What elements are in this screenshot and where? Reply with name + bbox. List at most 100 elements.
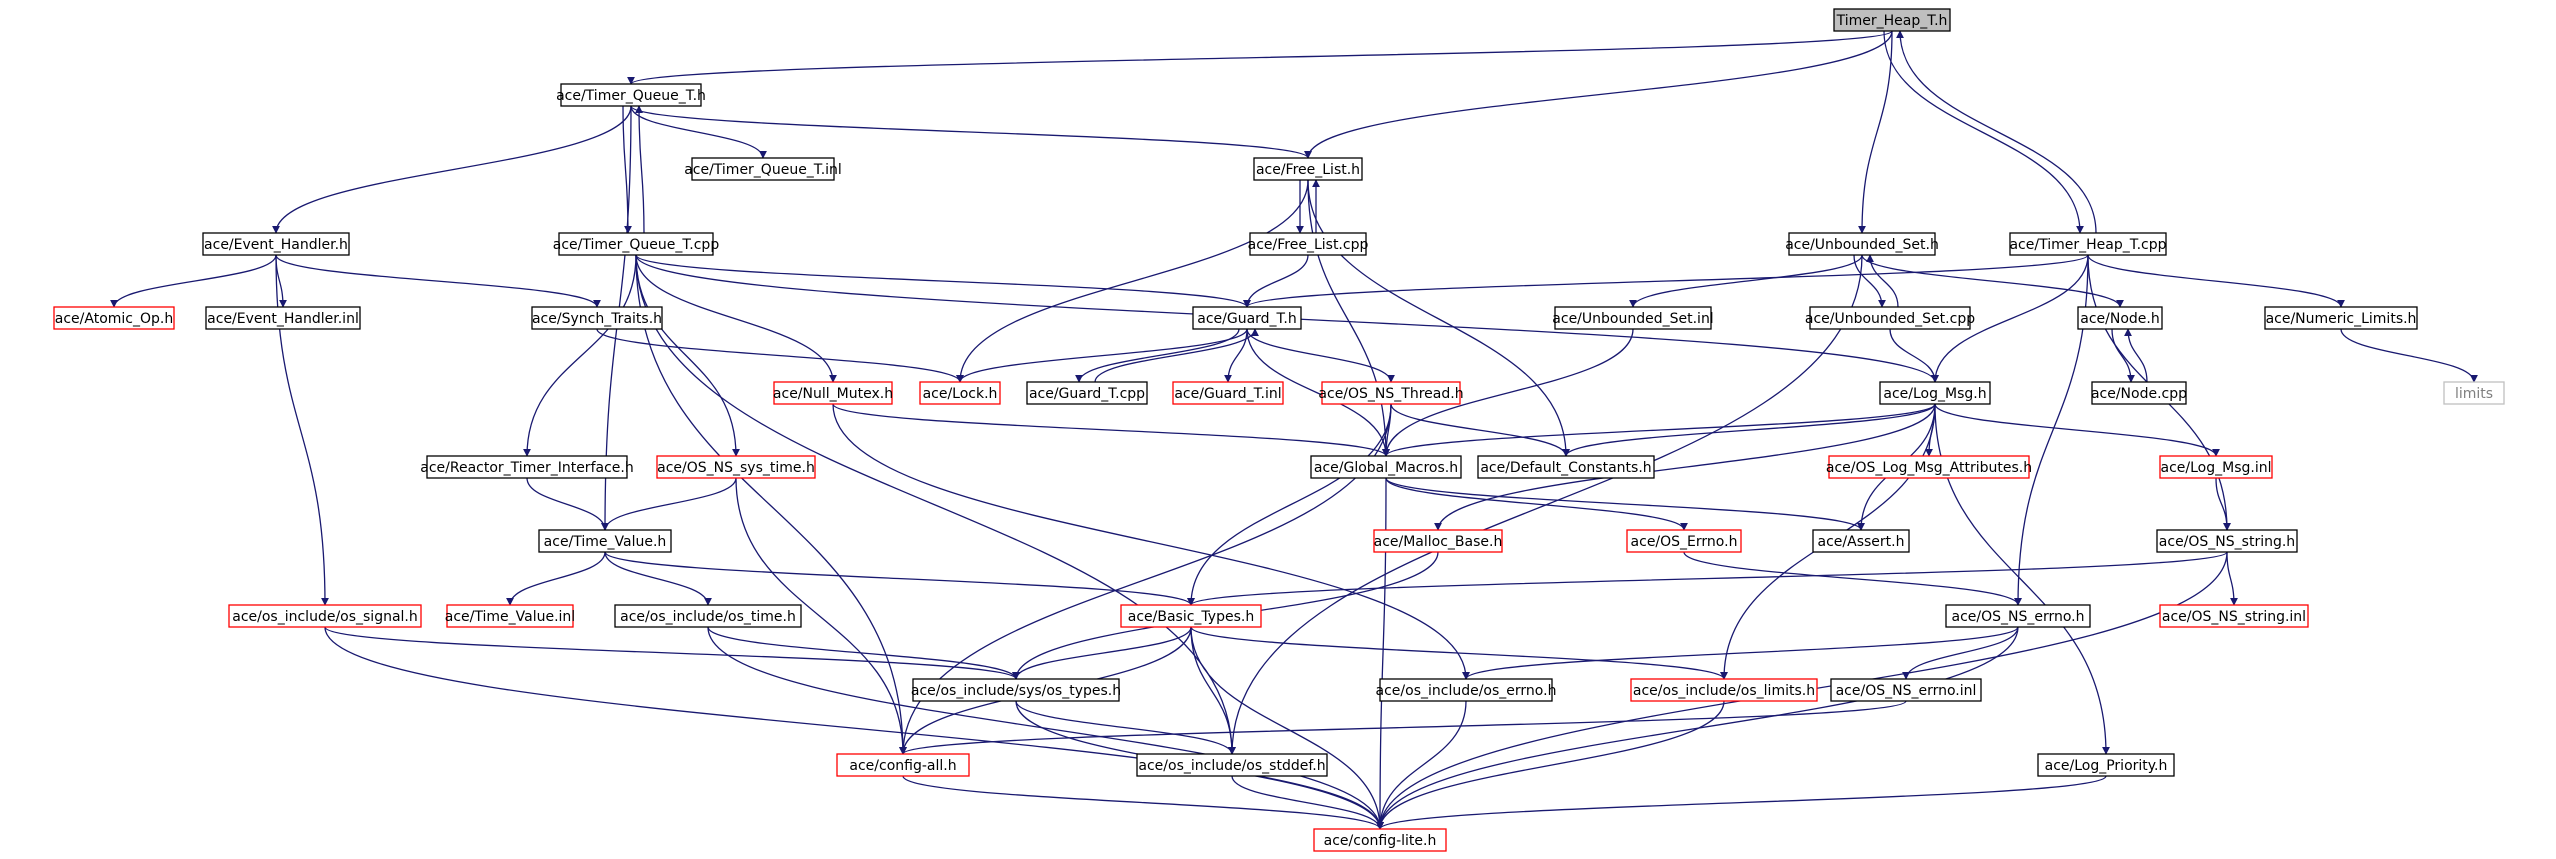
node-os-ns-string-inl[interactable]: ace/OS_NS_string.inl bbox=[2159, 604, 2309, 628]
node-box bbox=[1373, 529, 1503, 553]
node-sys-os-types-h[interactable]: ace/os_include/sys/os_types.h bbox=[911, 678, 1121, 702]
node-guard-t-h[interactable]: ace/Guard_T.h bbox=[1192, 306, 1302, 330]
node-basic-types-h[interactable]: ace/Basic_Types.h bbox=[1120, 604, 1262, 628]
edge-timer-heap-t-h-to-timer-heap-t-cpp bbox=[1883, 30, 2084, 234]
node-timer-queue-t-cpp[interactable]: ace/Timer_Queue_T.cpp bbox=[553, 232, 720, 256]
node-box bbox=[560, 83, 702, 107]
edge-time-value-h-to-os-time-h bbox=[604, 551, 712, 606]
node-label: ace/Log_Priority.h bbox=[2045, 758, 2168, 774]
node-synch-traits-h[interactable]: ace/Synch_Traits.h bbox=[531, 306, 663, 330]
node-limits[interactable]: limits bbox=[2443, 381, 2505, 405]
node-malloc-base-h[interactable]: ace/Malloc_Base.h bbox=[1373, 529, 1503, 553]
node-unbounded-set-h[interactable]: ace/Unbounded_Set.h bbox=[1785, 232, 1939, 256]
node-label: ace/Node.cpp bbox=[2091, 386, 2187, 402]
edge-unbounded-set-h-to-unbounded-set-inl bbox=[1629, 254, 1863, 308]
node-lock-h[interactable]: ace/Lock.h bbox=[919, 381, 1001, 405]
node-event-handler-h[interactable]: ace/Event_Handler.h bbox=[202, 232, 350, 256]
node-null-mutex-h[interactable]: ace/Null_Mutex.h bbox=[773, 381, 893, 405]
node-config-lite-h[interactable]: ace/config-lite.h bbox=[1313, 828, 1447, 852]
edge-timer-queue-t-cpp-to-timer-queue-t-h bbox=[635, 105, 645, 234]
node-os-stddef-h[interactable]: ace/os_include/os_stddef.h bbox=[1136, 753, 1328, 777]
node-unbounded-set-cpp[interactable]: ace/Unbounded_Set.cpp bbox=[1805, 306, 1975, 330]
edge-os-stddef-h-to-config-lite-h bbox=[1231, 775, 1384, 830]
edge-os-time-h-to-sys-os-types-h bbox=[707, 626, 1020, 680]
node-event-handler-inl[interactable]: ace/Event_Handler.inl bbox=[205, 306, 361, 330]
node-label: ace/Atomic_Op.h bbox=[55, 311, 173, 327]
node-guard-t-cpp[interactable]: ace/Guard_T.cpp bbox=[1026, 381, 1148, 405]
node-box bbox=[558, 232, 714, 256]
node-timer-heap-t-h[interactable]: Timer_Heap_T.h bbox=[1833, 8, 1951, 32]
node-timer-queue-t-h[interactable]: ace/Timer_Queue_T.h bbox=[556, 83, 706, 107]
edge-time-value-h-to-basic-types-h bbox=[604, 551, 1195, 606]
edge-log-msg-h-to-malloc-base-h bbox=[1434, 403, 1936, 531]
node-atomic-op-h[interactable]: ace/Atomic_Op.h bbox=[53, 306, 175, 330]
node-box bbox=[205, 306, 361, 330]
node-os-ns-sys-time-h[interactable]: ace/OS_NS_sys_time.h bbox=[656, 455, 816, 479]
node-numeric-limits-h[interactable]: ace/Numeric_Limits.h bbox=[2264, 306, 2418, 330]
edge-os-ns-errno-h-to-os-errno-inc-h bbox=[1462, 626, 2019, 680]
node-time-value-h[interactable]: ace/Time_Value.h bbox=[538, 529, 672, 553]
node-box bbox=[426, 455, 628, 479]
edge-timer-heap-t-cpp-to-timer-heap-t-h bbox=[1896, 30, 2097, 234]
edge-log-msg-h-to-log-msg-inl bbox=[1934, 403, 2220, 457]
node-box bbox=[1310, 455, 1462, 479]
node-os-limits-h[interactable]: ace/os_include/os_limits.h bbox=[1630, 678, 1818, 702]
node-node-h[interactable]: ace/Node.h bbox=[2077, 306, 2163, 330]
edge-os-ns-string-h-to-basic-types-h bbox=[1187, 551, 2228, 606]
node-box bbox=[2443, 381, 2505, 405]
node-label: ace/Unbounded_Set.cpp bbox=[1805, 311, 1975, 327]
edge-timer-queue-t-h-to-event-handler-h bbox=[272, 105, 632, 234]
edge-os-errno-inc-h-to-config-lite-h bbox=[1376, 700, 1467, 830]
node-box bbox=[1172, 381, 1284, 405]
node-label: ace/os_include/os_stddef.h bbox=[1138, 758, 1325, 774]
node-box bbox=[919, 381, 1001, 405]
node-os-errno-h[interactable]: ace/OS_Errno.h bbox=[1626, 529, 1742, 553]
edge-free-list-h-to-default-constants-h bbox=[1307, 179, 1570, 457]
node-label: ace/OS_Errno.h bbox=[1631, 534, 1738, 550]
edge-os-signal-h-to-config-lite-h bbox=[324, 626, 1384, 830]
node-label: ace/Default_Constants.h bbox=[1480, 460, 1651, 476]
node-os-time-h[interactable]: ace/os_include/os_time.h bbox=[614, 604, 802, 628]
node-box bbox=[1192, 306, 1302, 330]
node-global-macros-h[interactable]: ace/Global_Macros.h bbox=[1310, 455, 1462, 479]
node-config-all-h[interactable]: ace/config-all.h bbox=[836, 753, 970, 777]
node-os-signal-h[interactable]: ace/os_include/os_signal.h bbox=[228, 604, 422, 628]
node-box bbox=[1379, 678, 1553, 702]
node-timer-heap-t-cpp[interactable]: ace/Timer_Heap_T.cpp bbox=[2009, 232, 2167, 256]
node-box bbox=[53, 306, 175, 330]
node-assert-h[interactable]: ace/Assert.h bbox=[1812, 529, 1910, 553]
node-time-value-inl[interactable]: ace/Time_Value.inl bbox=[445, 604, 575, 628]
node-label: ace/OS_NS_sys_time.h bbox=[657, 460, 815, 476]
edge-timer-heap-t-cpp-to-guard-t-h bbox=[1243, 254, 2089, 308]
edge-timer-queue-t-cpp-to-os-ns-sys-time-h bbox=[635, 254, 740, 457]
edge-guard-t-h-to-lock-h bbox=[956, 328, 1248, 383]
node-log-priority-h[interactable]: ace/Log_Priority.h bbox=[2037, 753, 2175, 777]
edge-timer-queue-t-h-to-timer-queue-t-cpp bbox=[622, 105, 632, 234]
node-label: ace/Timer_Queue_T.inl bbox=[684, 162, 842, 178]
node-free-list-cpp[interactable]: ace/Free_List.cpp bbox=[1248, 232, 1369, 256]
node-os-ns-thread-h[interactable]: ace/OS_NS_Thread.h bbox=[1318, 381, 1464, 405]
node-unbounded-set-inl[interactable]: ace/Unbounded_Set.inl bbox=[1552, 306, 1714, 330]
node-os-ns-errno-inl[interactable]: ace/OS_NS_errno.inl bbox=[1830, 678, 1982, 702]
node-os-log-msg-attributes-h[interactable]: ace/OS_Log_Msg_Attributes.h bbox=[1826, 455, 2032, 479]
node-log-msg-inl[interactable]: ace/Log_Msg.inl bbox=[2159, 455, 2273, 479]
node-os-ns-string-h[interactable]: ace/OS_NS_string.h bbox=[2156, 529, 2298, 553]
edge-timer-heap-t-cpp-to-numeric-limits-h bbox=[2087, 254, 2345, 308]
edge-node-cpp-to-node-h bbox=[2124, 328, 2148, 383]
edge-timer-heap-t-h-to-timer-queue-t-h bbox=[627, 30, 1893, 85]
node-guard-t-inl[interactable]: ace/Guard_T.inl bbox=[1172, 381, 1284, 405]
node-default-constants-h[interactable]: ace/Default_Constants.h bbox=[1477, 455, 1655, 479]
node-node-cpp[interactable]: ace/Node.cpp bbox=[2091, 381, 2187, 405]
node-os-errno-inc-h[interactable]: ace/os_include/os_errno.h bbox=[1376, 678, 1557, 702]
node-reactor-timer-interface-h[interactable]: ace/Reactor_Timer_Interface.h bbox=[420, 455, 634, 479]
edge-guard-t-h-to-global-macros-h bbox=[1246, 328, 1390, 457]
nodes-layer: Timer_Heap_T.h ace/Timer_Queue_T.h ace/Tim… bbox=[53, 8, 2505, 852]
node-log-msg-h[interactable]: ace/Log_Msg.h bbox=[1879, 381, 1991, 405]
node-label: ace/OS_NS_string.inl bbox=[2162, 609, 2306, 625]
node-free-list-h[interactable]: ace/Free_List.h bbox=[1253, 157, 1363, 181]
node-box bbox=[1120, 604, 1262, 628]
node-os-ns-errno-h[interactable]: ace/OS_NS_errno.h bbox=[1945, 604, 2091, 628]
edge-guard-t-cpp-to-guard-t-h bbox=[1094, 328, 1259, 383]
node-timer-queue-t-inl[interactable]: ace/Timer_Queue_T.inl bbox=[684, 157, 842, 181]
node-box bbox=[1477, 455, 1655, 479]
